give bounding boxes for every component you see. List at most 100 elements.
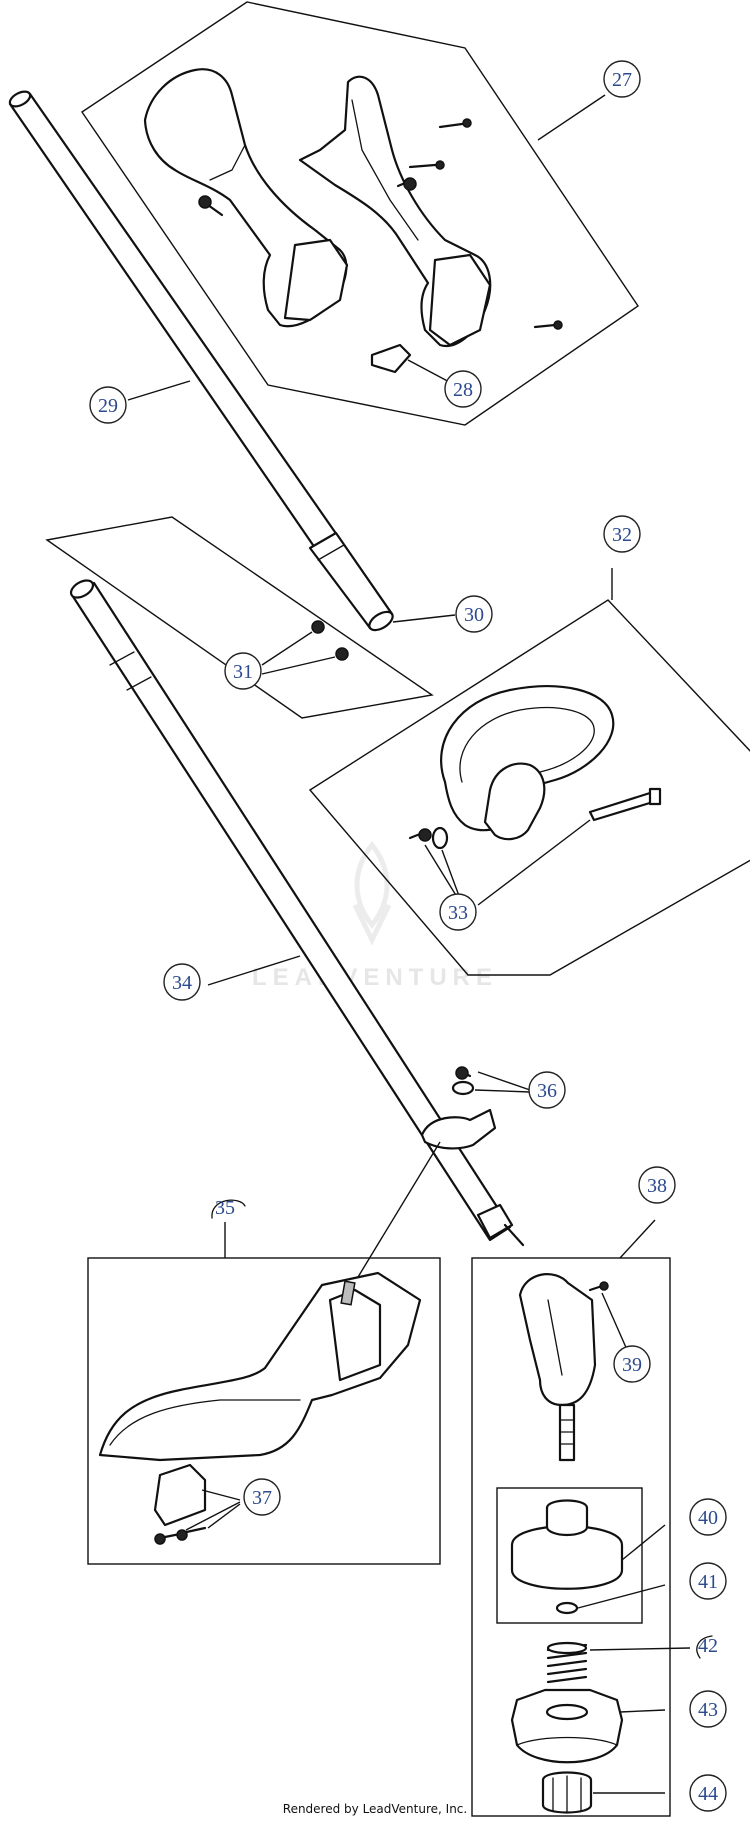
leader-43	[619, 1709, 666, 1713]
coupler-opening	[368, 610, 394, 632]
callout-37[interactable]: 37	[243, 1478, 281, 1516]
guard-edge	[109, 1399, 301, 1446]
loop-handle-outer	[440, 685, 615, 832]
box-38	[471, 1257, 671, 1817]
loop-handle-inner	[459, 706, 595, 783]
screw-2	[408, 163, 437, 169]
leader-30	[392, 614, 456, 623]
callout-36[interactable]: 36	[528, 1071, 566, 1109]
leader-40	[621, 1524, 666, 1561]
watermark: LEADVENTURE	[252, 840, 498, 991]
callout-42[interactable]: 42	[696, 1635, 718, 1659]
leader-29	[127, 380, 191, 401]
left-housing-detail	[209, 144, 246, 181]
svg-text:37: 37	[252, 1487, 272, 1509]
callout-41[interactable]: 41	[689, 1562, 727, 1600]
leader-39	[601, 1292, 629, 1353]
guard-mount-stud	[340, 1280, 356, 1306]
svg-text:28: 28	[453, 379, 473, 401]
spool-inner-box	[496, 1487, 643, 1624]
screw-3-head	[403, 177, 417, 191]
knob-box	[45, 516, 434, 719]
callout-32[interactable]: 32	[603, 515, 641, 553]
callouts: 27 28 29 30 31 32 33 34 35 36 37 38 39 4…	[89, 60, 727, 1812]
callout-44[interactable]: 44	[689, 1774, 727, 1812]
leader-42	[589, 1647, 691, 1651]
screw-1	[438, 122, 464, 129]
callout-33[interactable]: 33	[439, 893, 477, 931]
coupler-band	[317, 544, 345, 561]
guard-screw-1-head	[154, 1533, 166, 1545]
callout-30[interactable]: 30	[455, 595, 493, 633]
svg-text:41: 41	[698, 1571, 718, 1593]
lower-shaft-band-2	[126, 676, 152, 691]
spring-top	[546, 1641, 588, 1655]
screw-4-head	[198, 195, 212, 209]
loop-handle-clamp	[483, 762, 546, 841]
bump-knob-ribs	[552, 1775, 582, 1813]
footer-credit: Rendered by LeadVenture, Inc.	[282, 1802, 468, 1816]
callout-40[interactable]: 40	[689, 1498, 727, 1536]
box-31	[45, 516, 434, 719]
callout-35[interactable]: 35	[211, 1197, 246, 1219]
callout-31[interactable]: 31	[224, 652, 262, 690]
loop-bolt-head	[648, 787, 662, 806]
leader-34	[207, 955, 301, 986]
leader-31b	[261, 656, 336, 675]
svg-text:38: 38	[647, 1175, 667, 1197]
callout-29[interactable]: 29	[89, 386, 127, 424]
lower-shaft	[69, 579, 525, 1247]
svg-text:34: 34	[172, 972, 192, 994]
spindle-thread	[559, 1419, 575, 1445]
watermark-brand: LEADVENTURE	[252, 964, 498, 991]
spool-43	[510, 1688, 624, 1764]
leader-31a	[261, 631, 313, 666]
callout-38[interactable]: 38	[638, 1166, 676, 1204]
wing-knob-head	[418, 828, 432, 842]
callout-43[interactable]: 43	[689, 1690, 727, 1728]
screw-1-head	[462, 118, 472, 128]
leader-41	[577, 1584, 666, 1609]
screw-5-head	[553, 320, 563, 330]
spool-43-hole	[545, 1703, 589, 1721]
washer-33	[431, 826, 449, 850]
clamp-washer	[451, 1080, 475, 1096]
lower-shaft-end	[69, 579, 95, 599]
knob-2	[335, 647, 349, 661]
leader-27	[537, 94, 606, 141]
box-35	[87, 1257, 441, 1565]
gear-head	[518, 1273, 597, 1407]
svg-text:29: 29	[98, 395, 118, 417]
svg-text:36: 36	[537, 1080, 557, 1102]
upper-shaft	[8, 90, 456, 632]
line-cutter-blade	[153, 1463, 207, 1527]
svg-text:35: 35	[215, 1197, 235, 1219]
leader-36a	[477, 1071, 531, 1091]
spool-housing	[510, 1525, 624, 1590]
callout-39[interactable]: 39	[613, 1345, 651, 1383]
svg-text:44: 44	[698, 1783, 718, 1805]
lower-shaft-band-1	[109, 651, 135, 666]
gear-head-box	[471, 1219, 691, 1817]
gear-head-seam	[547, 1299, 563, 1376]
spool-43-flange	[516, 1736, 618, 1746]
leader-36b	[474, 1089, 531, 1093]
svg-text:33: 33	[448, 902, 468, 924]
leader-33c	[477, 819, 591, 906]
upper-shaft-end	[8, 90, 32, 108]
svg-text:43: 43	[698, 1699, 718, 1721]
svg-text:39: 39	[622, 1354, 642, 1376]
spool-hub-neck	[545, 1499, 589, 1529]
screw-5	[533, 323, 557, 329]
callout-34[interactable]: 34	[163, 963, 201, 1001]
clamp-wing-head	[455, 1066, 469, 1080]
leader-37b	[185, 1501, 241, 1531]
handle-housing-group	[81, 1, 639, 426]
callout-27[interactable]: 27	[603, 60, 641, 98]
callout-28[interactable]: 28	[444, 370, 482, 408]
lower-shaft-tip	[476, 1203, 514, 1240]
screw-4	[206, 203, 224, 217]
right-housing-grip	[428, 253, 492, 347]
box-27	[81, 1, 639, 426]
